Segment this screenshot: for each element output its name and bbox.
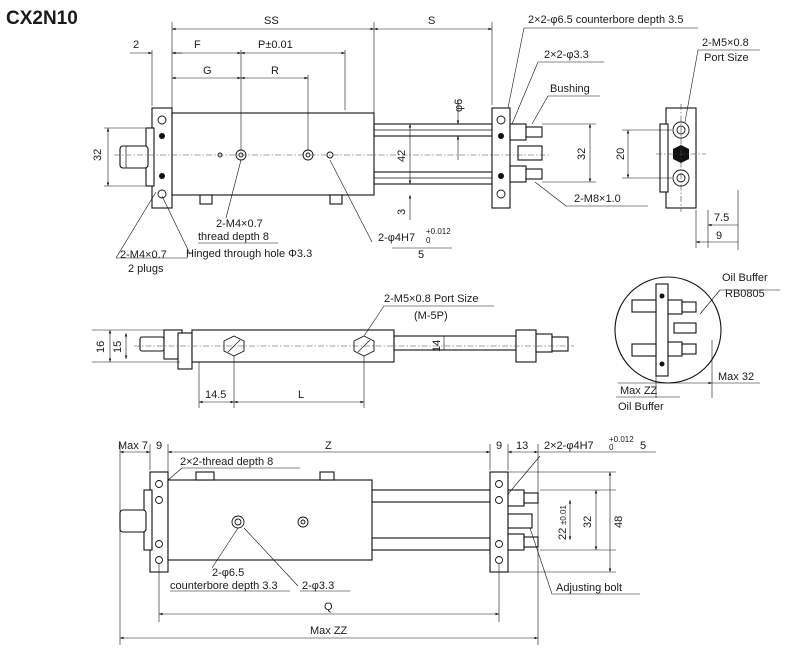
phi4h7-tol-plus: +0.012 [426,227,451,236]
dim-22: 22 [557,528,569,540]
front-view: SS S 2 F P±0.01 G R 32 42 φ6 3 5 32 2×2-… [92,14,698,275]
dim-f: F [194,39,201,51]
dim-7-5: 7.5 [714,212,729,224]
dim-max-zz-bottom: Max ZZ [310,625,348,637]
dim-42: 42 [396,150,408,162]
bottom-view: Max 7 9 Z 9 13 2×2-φ4H7 +0.012 0 5 2×2-t… [118,435,656,645]
m8-callout: 2-M8×1.0 [574,193,621,205]
dim-max7: Max 7 [118,440,148,452]
hinged-hole-label: Hinged through hole Φ3.3 [186,248,312,260]
phi65-callout: 2-φ6.5 [212,567,244,579]
phi4h7-tol-zero: 0 [426,236,431,245]
dim-16: 16 [95,341,107,353]
dim-phi6: φ6 [453,99,465,112]
dim-3: 3 [396,209,408,215]
port-size-side: Port Size [704,52,749,64]
m5-side-callout: 2-M5×0.8 [702,37,749,49]
rb0805-label: RB0805 [725,288,765,300]
counterbore-callout: 2×2-φ6.5 counterbore depth 3.5 [528,14,683,26]
adjusting-bolt-label: Adjusting bolt [556,582,622,594]
phi4h7-bottom-callout: 2×2-φ4H7 [544,440,594,452]
dim-9-a: 9 [156,440,162,452]
dim-ss: SS [264,15,279,27]
dim-g: G [203,65,212,77]
dim-20: 20 [615,148,627,160]
dim-9-side: 9 [716,230,722,242]
dim-z: Z [325,440,332,452]
dim-32-left: 32 [92,149,104,161]
oil-buffer-detail: Oil Buffer RB0805 Max ZZ Max 32 Oil Buff… [614,272,780,413]
thread-depth-callout: 2×2-thread depth 8 [180,456,273,468]
dim-15: 15 [112,341,124,353]
m4-thread-callout: 2-M4×0.7 [216,218,263,230]
dim-13: 13 [516,440,528,452]
dim-22-tol: ±0.01 [559,504,568,525]
dim-32-right: 32 [576,148,588,160]
oil-buffer-bottom-label: Oil Buffer [618,401,664,413]
dim-2: 2 [133,39,139,51]
m4-plugs-callout: 2-M4×0.7 [120,249,167,261]
phi4h7-bottom-tol-plus: +0.012 [609,435,634,444]
dim-l: L [298,389,304,401]
phi33-callout: 2×2-φ3.3 [544,49,589,61]
dim-9-b: 9 [496,440,502,452]
m5-port-callout: 2-M5×0.8 Port Size [384,293,478,305]
dim-s: S [428,15,435,27]
detail-max-zz: Max ZZ [620,385,658,397]
counterbore-33-label: counterbore depth 3.3 [170,580,278,592]
plugs-label: 2 plugs [128,263,164,275]
dim-32-bottom: 32 [582,516,594,528]
dim-r: R [271,65,279,77]
dim-48: 48 [613,516,625,528]
dim-14: 14 [431,340,443,352]
dim-p: P±0.01 [258,39,293,51]
m5p-label: (M-5P) [414,310,448,322]
phi33-bottom-callout: 2-φ3.3 [302,580,334,592]
thread-depth-label: thread depth 8 [198,231,269,243]
phi4h7-callout: 2-φ4H7 [378,232,415,244]
bushing-label: Bushing [550,83,590,95]
dim-5-bottom: 5 [640,440,646,452]
top-view: 16 15 14 14.5 L 2-M5×0.8 Port Size (M-5P… [92,293,574,408]
dim-5: 5 [418,249,424,261]
detail-max32: Max 32 [718,371,754,383]
oil-buffer-label: Oil Buffer [722,272,768,284]
side-view: 2-M5×0.8 Port Size 20 7.5 9 [615,37,760,250]
product-title: CX2N10 [6,8,78,29]
dim-14-5: 14.5 [205,389,226,401]
phi4h7-bottom-tol-zero: 0 [609,443,614,452]
dim-q: Q [324,601,333,613]
